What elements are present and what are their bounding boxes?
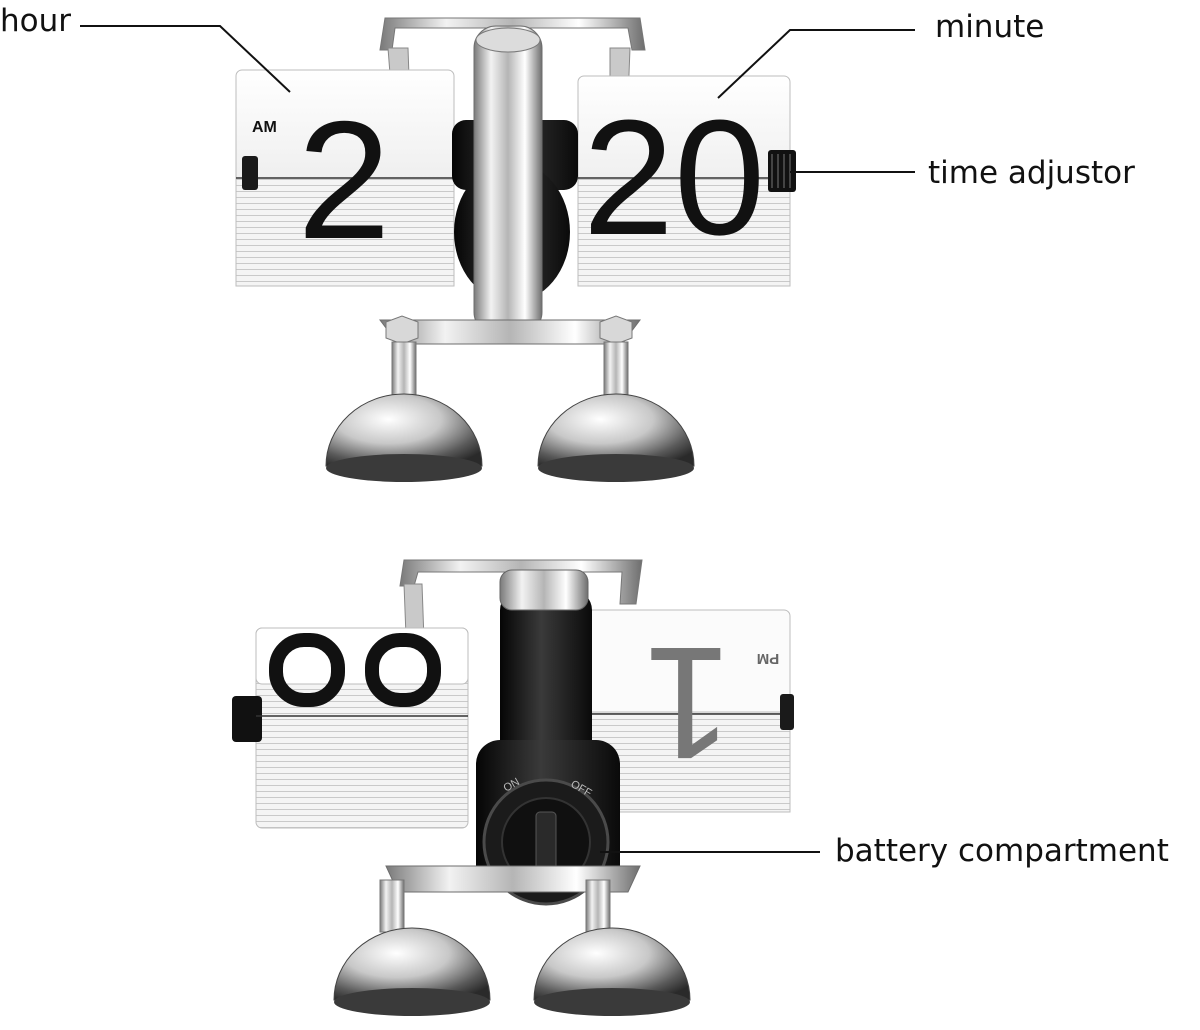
central-pillar bbox=[473, 25, 543, 335]
back-foot-left-rim bbox=[334, 988, 490, 1016]
minute-label: minute bbox=[935, 9, 1045, 45]
hour-digit: 2 bbox=[297, 86, 390, 274]
back-leg-left bbox=[379, 879, 405, 933]
back-minute-stack bbox=[232, 627, 469, 829]
back-hour-digit: 1 bbox=[644, 614, 733, 793]
leg-right bbox=[603, 341, 629, 401]
front-clock: AM 2 20 bbox=[235, 17, 796, 482]
hour-leader bbox=[80, 25, 291, 93]
foot-left-rim bbox=[326, 454, 482, 482]
back-leg-right bbox=[585, 879, 611, 933]
minute-digits: 20 bbox=[583, 86, 765, 269]
back-knob bbox=[780, 694, 794, 730]
callout-lines bbox=[80, 25, 915, 853]
battery-compartment-label: battery compartment bbox=[835, 833, 1169, 869]
leg-left bbox=[391, 341, 417, 401]
back-clock: PM 1 ON OFF bbox=[232, 559, 794, 1016]
back-hour-card: PM 1 bbox=[583, 609, 794, 813]
foot-right-rim bbox=[538, 454, 694, 482]
hour-card: AM 2 bbox=[235, 69, 455, 287]
hour-knob bbox=[242, 156, 258, 190]
foot-right bbox=[537, 393, 695, 467]
minute-leader bbox=[717, 29, 915, 99]
battery-compartment-cap: ON OFF bbox=[482, 776, 610, 906]
pillar-cap bbox=[475, 27, 541, 53]
hour-label: hour bbox=[0, 3, 72, 39]
time-adjustor-knob bbox=[768, 150, 796, 192]
back-foot-right-rim bbox=[534, 988, 690, 1016]
nut-left bbox=[385, 315, 419, 345]
hour-meridiem: AM bbox=[252, 119, 277, 136]
foot-left bbox=[325, 393, 483, 467]
battery-housing-top bbox=[499, 569, 589, 611]
nut-right bbox=[599, 315, 633, 345]
back-foot-left bbox=[333, 927, 491, 1001]
back-foot-right bbox=[533, 927, 691, 1001]
battery-housing-column bbox=[500, 590, 592, 760]
minute-card: 20 bbox=[577, 75, 796, 287]
top-bracket bbox=[379, 17, 646, 51]
back-meridiem: PM bbox=[757, 650, 780, 667]
time-adjustor-label: time adjustor bbox=[928, 155, 1135, 191]
